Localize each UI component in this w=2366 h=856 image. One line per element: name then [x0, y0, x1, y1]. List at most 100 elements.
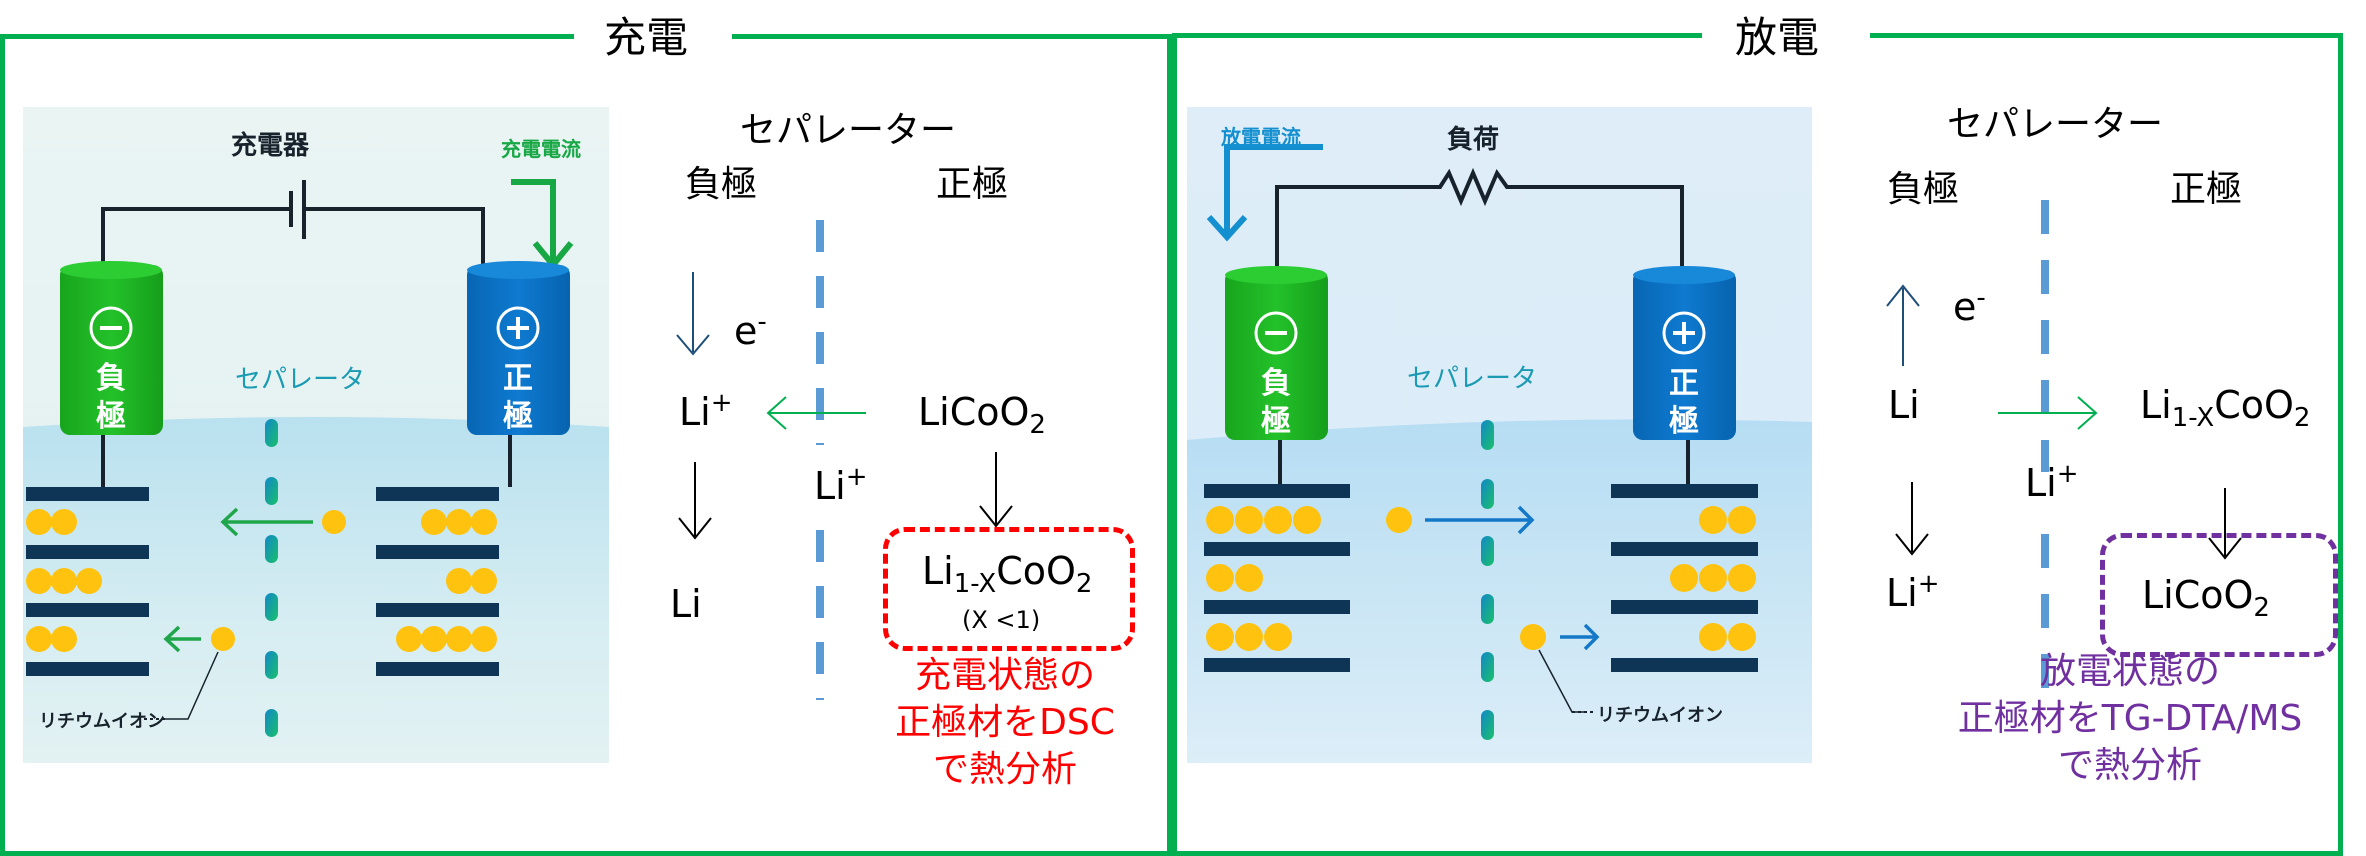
- species-base: LiCoO: [2142, 573, 2254, 617]
- lithium-ion-label: リチウムイオン: [39, 711, 165, 732]
- circuit-wire-with-load: [1275, 167, 1684, 274]
- neg-top-species: Li+: [679, 390, 733, 434]
- negative-heading: 負極: [1887, 169, 1960, 210]
- electron-arrow-down-icon: [676, 272, 710, 356]
- species-mid: CoO: [996, 549, 1076, 593]
- neg-down-arrow-icon: [1895, 482, 1929, 556]
- stoichiometry-condition: (X <1): [962, 606, 1041, 634]
- neg-bottom-species: Li+: [1886, 571, 1940, 615]
- species-charge: +: [710, 388, 733, 418]
- electron-charge: -: [757, 307, 767, 337]
- positive-electrode-label-2: 極: [503, 399, 533, 434]
- minus-icon: [1254, 311, 1298, 355]
- species-base: Li: [1886, 571, 1918, 615]
- positive-electrode-label-1: 正: [503, 361, 533, 396]
- frame-left: [0, 34, 5, 856]
- note-line: で熱分析: [932, 749, 1077, 790]
- ion-arrows: [163, 507, 313, 653]
- species-subscript: 1-X: [953, 569, 997, 599]
- ion-arrow-left-icon: [766, 396, 866, 430]
- positive-layers: [376, 487, 499, 676]
- species-base: Li: [814, 464, 846, 508]
- species-charge: +: [845, 462, 868, 492]
- migrating-ion: Li+: [814, 464, 868, 508]
- charge-analysis-note: 充電状態の 正極材をDSC で熱分析: [880, 652, 1130, 793]
- separator-label: セパレータ: [235, 365, 366, 395]
- circuit-wire: [101, 207, 485, 270]
- migrating-ion: Li+: [2025, 461, 2079, 505]
- ion-arrows: [1425, 505, 1600, 651]
- charged-cathode-highlight: [883, 527, 1135, 651]
- note-line: 正極材をDSC: [895, 702, 1115, 743]
- positive-layers: [1611, 484, 1758, 672]
- frame-right: [2338, 33, 2343, 856]
- species-base: Li: [679, 390, 711, 434]
- species-base: Li: [922, 549, 954, 593]
- charge-illustration-graphic: [23, 107, 609, 763]
- electron-base: e: [1953, 285, 1977, 329]
- separator-dashes: [1481, 420, 1494, 740]
- negative-electrode-label-1: 負: [1261, 366, 1291, 401]
- positive-electrode: [467, 261, 570, 435]
- electrolyte: [1187, 419, 1812, 763]
- charge-title: 充電: [604, 13, 689, 62]
- species-subscript: 2: [1075, 569, 1093, 599]
- discharge-current-arrow: [1224, 144, 1323, 235]
- positive-electrode-label-1: 正: [1669, 366, 1699, 401]
- note-line: 充電状態の: [914, 655, 1095, 696]
- lithium-ions: [1206, 506, 1756, 651]
- separator-dashes: [265, 419, 278, 737]
- negative-heading: 負極: [685, 164, 758, 205]
- plus-icon: [496, 306, 540, 350]
- plus-icon: [1662, 311, 1706, 355]
- note-line: で熱分析: [2057, 745, 2202, 786]
- species-base: Li: [2025, 461, 2057, 505]
- electron-label: e-: [1953, 285, 1986, 329]
- pos-bottom-species: Li1-XCoO2: [922, 549, 1092, 597]
- frame-top-left-segment: [0, 34, 574, 39]
- species-mid: CoO: [2214, 383, 2294, 427]
- neg-down-arrow-icon: [678, 462, 712, 540]
- lithium-ions: [26, 509, 497, 652]
- frame-left: [1172, 33, 1177, 856]
- load-label: 負荷: [1447, 125, 1500, 155]
- frame-top-right-segment: [732, 34, 1172, 39]
- ion-pointer: [165, 651, 219, 720]
- negative-electrode: [1225, 266, 1328, 440]
- neg-bottom-species: Li: [670, 582, 702, 626]
- electron-base: e: [734, 309, 758, 353]
- discharged-cathode-highlight: [2100, 533, 2338, 657]
- discharge-current-label: 放電電流: [1221, 125, 1301, 149]
- charge-current-arrow: [511, 179, 556, 263]
- frame-top-right-segment: [1870, 33, 2343, 38]
- electrolyte: [23, 417, 609, 763]
- minus-icon: [89, 306, 133, 350]
- frame-bottom: [0, 851, 1172, 856]
- ion-arrow-right-icon: [1998, 396, 2098, 430]
- charge-illustration: 充電器 充電電流 負 極 正 極 セパレータ リチウムイオン: [23, 107, 609, 763]
- discharge-title: 放電: [1735, 13, 1820, 62]
- charge-current-label: 充電電流: [501, 137, 581, 161]
- pos-down-arrow-icon: [979, 452, 1013, 528]
- pos-bottom-species: LiCoO2: [2142, 573, 2270, 621]
- negative-electrode-label-2: 極: [96, 399, 126, 434]
- species-base: LiCoO: [918, 390, 1030, 434]
- discharge-analysis-note: 放電状態の 正極材をTG-DTA/MS で熱分析: [1930, 648, 2330, 789]
- separator-label: セパレータ: [1407, 364, 1538, 394]
- note-line: 放電状態の: [2039, 651, 2220, 692]
- discharge-illustration-graphic: [1187, 107, 1812, 763]
- electron-charge: -: [1976, 283, 1986, 313]
- positive-heading: 正極: [936, 164, 1009, 205]
- pos-down-arrow-icon: [2208, 488, 2242, 560]
- pos-top-species: Li1-XCoO2: [2140, 383, 2310, 431]
- lithium-ion-label: リチウムイオン: [1597, 705, 1723, 726]
- species-charge: +: [2056, 459, 2079, 489]
- separator-heading: セパレーター: [1947, 104, 2164, 145]
- negative-layers: [26, 487, 149, 676]
- positive-heading: 正極: [2170, 169, 2243, 210]
- negative-electrode-label-2: 極: [1261, 404, 1291, 439]
- negative-electrode: [60, 261, 163, 435]
- pos-top-species: LiCoO2: [918, 390, 1046, 438]
- charger-label: 充電器: [231, 131, 310, 161]
- electron-label: e-: [734, 309, 767, 353]
